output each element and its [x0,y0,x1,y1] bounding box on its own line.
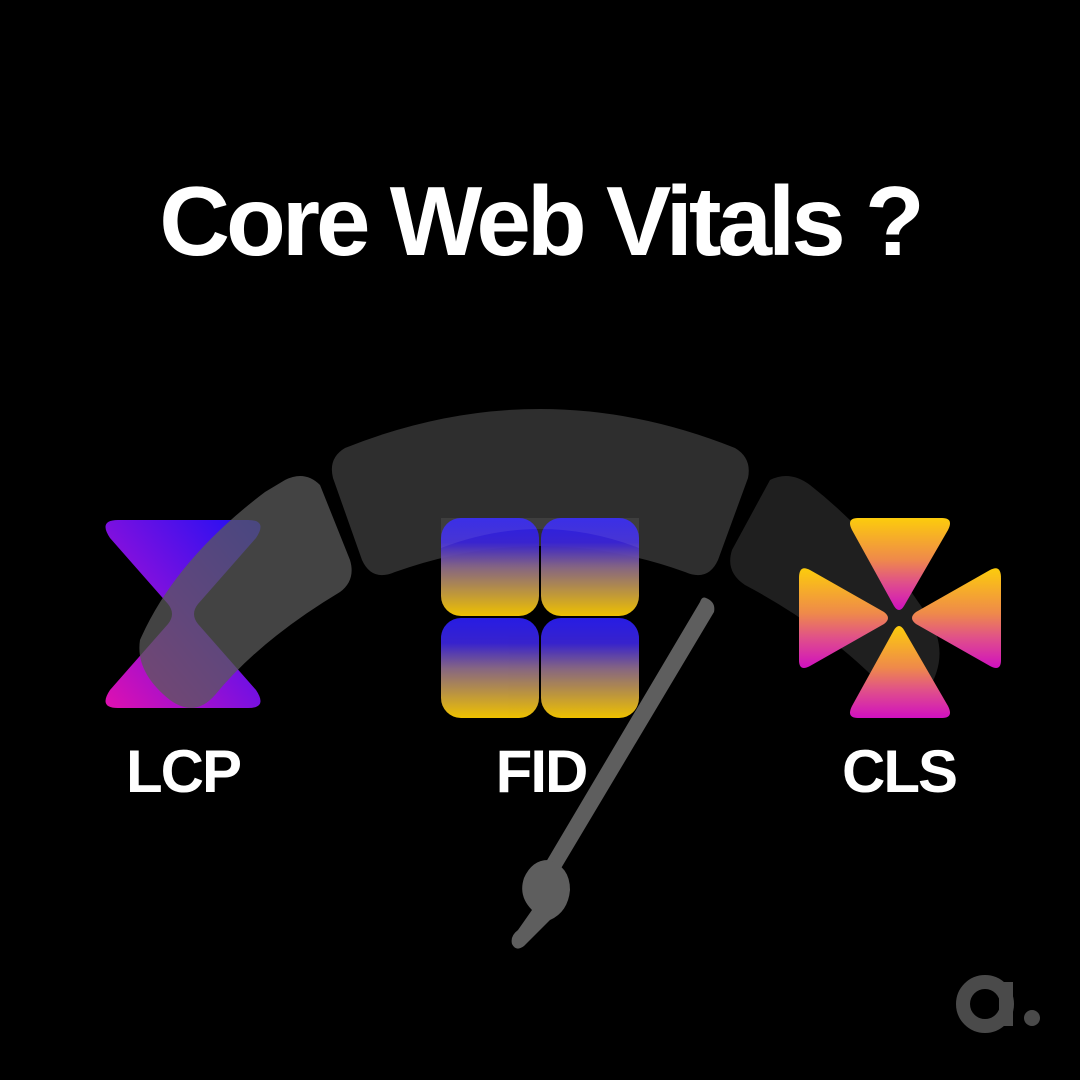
gauge-segment-left [139,476,352,708]
fid-grid-icon [441,518,639,718]
gauge-segment-center [331,409,749,576]
brand-logo-icon [956,975,1040,1033]
metric-label-lcp: LCP [126,738,242,805]
metric-label-cls: CLS [842,738,958,805]
cls-triangles-icon [799,518,1001,718]
page-title: Core Web Vitals ? [159,166,925,276]
metric-label-fid: FID [495,738,589,805]
gauge-needle [511,597,715,949]
